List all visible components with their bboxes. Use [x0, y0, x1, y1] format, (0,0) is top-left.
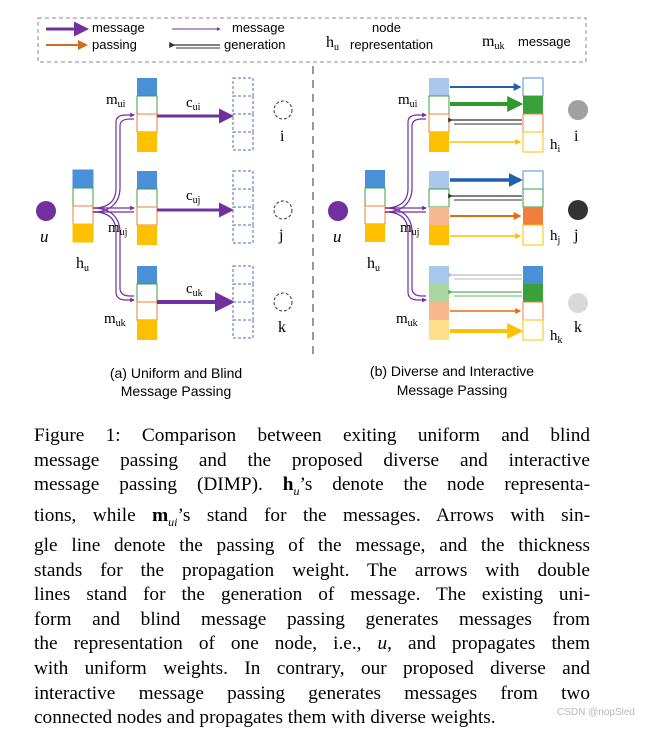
- panel-b-gen-arrow-k-2: [384, 207, 426, 297]
- panel-b-node-k: [568, 293, 588, 313]
- panel-a-m-ui-vector: [136, 78, 158, 152]
- panel-a-node-u: [36, 201, 56, 221]
- panel-b-hi-vector: [522, 77, 544, 153]
- panel-a-node-j-label: j: [278, 227, 283, 244]
- caption-line-4: tions, while mui’s stand for the message…: [34, 504, 591, 529]
- panel-a-node-k: [273, 292, 293, 312]
- panel-b-hu-vector: [364, 170, 386, 242]
- figure-1-diagram: message passing message generation hu no…: [36, 17, 588, 399]
- panel-a-m-uk-label: muk: [104, 311, 126, 329]
- panel-a-node-k-label: k: [278, 319, 286, 336]
- legend-passing-label-2: passing: [92, 37, 137, 52]
- panel-a-c-uk-label: cuk: [186, 281, 203, 299]
- panel-a-c-ui-label: cui: [186, 95, 201, 113]
- panel-b-hk-vector: [522, 266, 544, 341]
- panel-a-m-uj-vector: [136, 171, 158, 245]
- legend-message-label: message: [518, 34, 571, 49]
- panel-b-caption-2: Message Passing: [397, 382, 508, 398]
- panel-b-m-uj-label: muj: [400, 220, 419, 238]
- panel-a-node-j: [273, 200, 293, 220]
- panel-b-hk-label: hk: [550, 328, 563, 346]
- panel-b-m-uk-label: muk: [396, 311, 418, 329]
- panel-a-target-box-k: [232, 265, 254, 339]
- legend-box: [37, 17, 587, 63]
- panel-a-caption-1: (a) Uniform and Blind: [110, 365, 242, 381]
- legend-node-label-2: representation: [350, 37, 433, 52]
- panel-b-node-u: [328, 201, 348, 221]
- panel-a-hu-vector: [72, 169, 94, 243]
- panel-a-node-i-label: i: [280, 128, 285, 145]
- panel-a-gen-arrow-i: [92, 112, 135, 209]
- legend-generation-label-1: message: [232, 20, 285, 35]
- panel-a-m-uj-label: muj: [108, 220, 127, 238]
- panel-a: u hu: [36, 77, 293, 399]
- panel-b-node-j: [568, 200, 588, 220]
- panel-a-caption-2: Message Passing: [121, 383, 232, 399]
- caption-line-10: with uniform weights. In contrary, our p…: [34, 658, 590, 680]
- panel-a-hu-label: hu: [76, 255, 89, 274]
- caption-line-9: the representation of one node, i.e., u,…: [34, 633, 590, 655]
- panel-b-node-k-label: k: [574, 319, 582, 336]
- caption-line-5: gle line denote the passing of the messa…: [34, 535, 590, 557]
- panel-a-gen-arrow-k-2: [92, 207, 134, 297]
- legend-generation-label-2: generation: [224, 37, 285, 52]
- panel-b-caption-1: (b) Diverse and Interactive: [370, 363, 534, 379]
- panel-b-hu-label: hu: [367, 255, 380, 274]
- legend-node-label-1: node: [372, 20, 401, 35]
- panel-b-node-i-label: i: [574, 128, 579, 145]
- panel-b-hj-label: hj: [550, 228, 560, 246]
- caption-line-2: message passing and the proposed diverse…: [34, 449, 590, 471]
- panel-a-node-i: [273, 100, 293, 120]
- panel-b-m-uk-vector: [429, 266, 449, 340]
- panel-a-c-uj-label: cuj: [186, 188, 200, 206]
- panel-b-node-i: [568, 100, 588, 120]
- legend-message-symbol: muk: [482, 33, 504, 52]
- legend-passing-label-1: message: [92, 20, 145, 35]
- panel-b-m-uj-vector: [428, 171, 450, 245]
- panel-a-node-u-label: u: [40, 227, 49, 246]
- panel-a-target-box-i: [232, 77, 254, 151]
- caption-line-12: connected nodes and propagates them with…: [34, 707, 496, 729]
- panel-b-hj-vector: [522, 170, 544, 246]
- figure-caption: Figure 1: Comparison between exiting uni…: [34, 424, 590, 731]
- panel-a-target-box-j: [232, 170, 254, 244]
- panel-b-hi-label: hi: [550, 137, 561, 155]
- panel-b-gen-arrow-i: [384, 112, 427, 209]
- panel-a-m-uk-vector: [136, 266, 158, 340]
- panel-b-gen-arrow-k: [384, 211, 427, 303]
- watermark: CSDN @nopSled: [557, 707, 635, 718]
- caption-line-6: stands for the propagation weight. The a…: [34, 559, 590, 581]
- caption-line-7: lines stand for the generation of messag…: [34, 584, 590, 606]
- legend: message passing message generation hu no…: [37, 17, 587, 63]
- caption-line-11: interactive message passing generates me…: [34, 682, 590, 704]
- panel-a-m-ui-label: mui: [106, 92, 126, 110]
- panel-a-gen-arrow-k: [92, 211, 135, 303]
- caption-line-8: form and blind message passing generates…: [34, 608, 590, 630]
- caption-line-3: message passing (DIMP). hu’s denote the …: [34, 474, 590, 499]
- caption-line-1: Figure 1: Comparison between exiting uni…: [34, 425, 590, 446]
- panel-b-node-j-label: j: [573, 227, 578, 244]
- panel-b-m-ui-label: mui: [398, 92, 418, 110]
- panel-b: u hu: [328, 77, 588, 398]
- panel-b-node-u-label: u: [333, 227, 342, 246]
- panel-b-m-ui-vector: [428, 78, 450, 152]
- legend-node-symbol: hu: [326, 34, 339, 53]
